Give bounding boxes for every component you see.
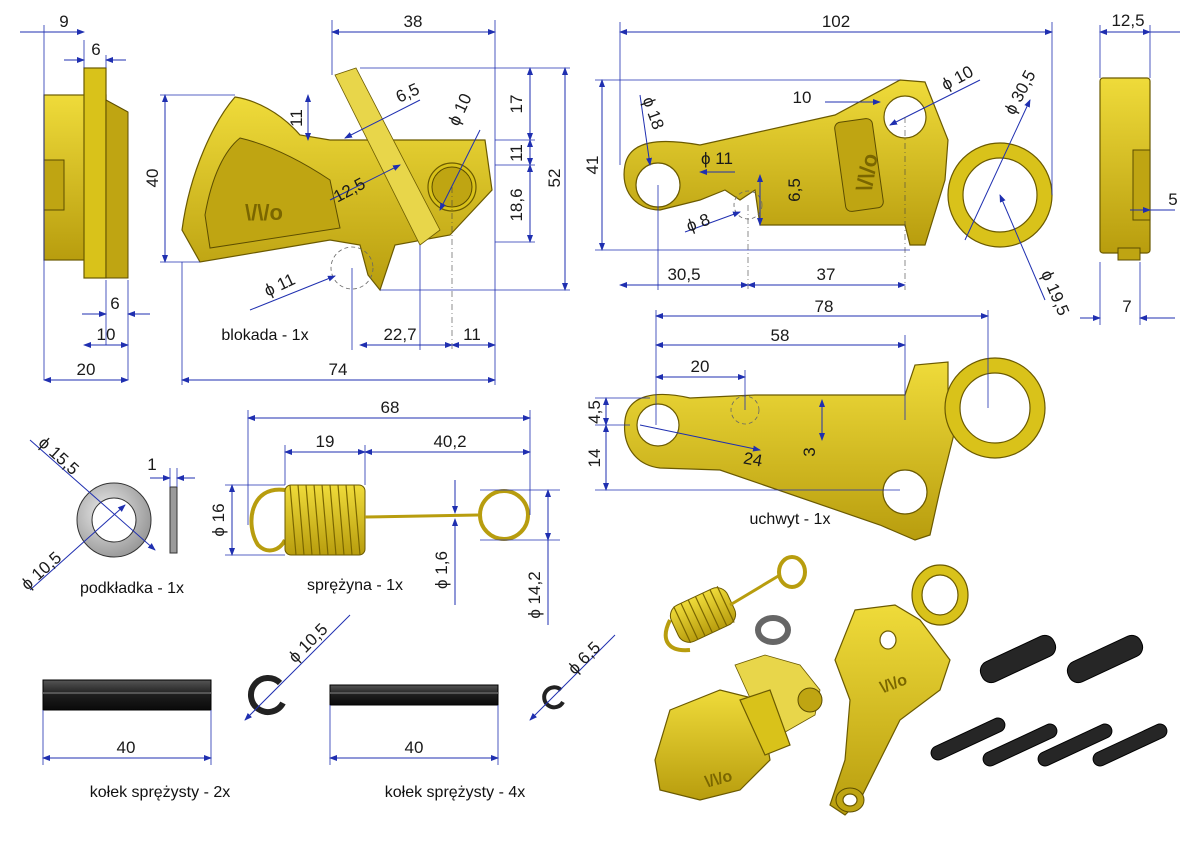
dim-102: 102: [822, 12, 850, 31]
dim-phi1-6: ϕ 1,6: [432, 551, 451, 589]
dim-22-7: 22,7: [383, 325, 416, 344]
dim-phi11: ϕ 11: [261, 270, 298, 301]
dim-40-kolek4x: 40: [405, 738, 424, 757]
dim-phi8: ϕ 8: [684, 210, 713, 236]
dim-phi16: ϕ 16: [209, 503, 228, 536]
dim-6-5-uchwyt: 6,5: [785, 178, 804, 202]
render-washer: [755, 615, 791, 645]
dim-10-uchwyt: 10: [793, 88, 812, 107]
dim-20: 20: [77, 360, 96, 379]
dim-3: 3: [800, 447, 819, 456]
dim-phi10-5-washer: ϕ 10,5: [17, 548, 65, 594]
uchwyt-bottom-view: [595, 310, 1046, 541]
exploded-assembly-render: \/\/o \/\/o: [654, 555, 1168, 816]
dim-14: 14: [585, 449, 604, 468]
dim-18-6: 18,6: [507, 188, 526, 221]
dim-5: 5: [1168, 190, 1177, 209]
dim-40-kolek2x: 40: [117, 738, 136, 757]
dim-1: 1: [147, 455, 156, 474]
caption-podkladka: podkładka - 1x: [80, 580, 184, 597]
dim-40: 40: [143, 169, 162, 188]
render-blokada: \/\/o: [654, 654, 823, 801]
dim-30-5: 30,5: [667, 265, 700, 284]
dim-phi14-2: ϕ 14,2: [525, 571, 544, 618]
dim-11-right: 11: [507, 144, 526, 162]
caption-kolek-2x: kołek sprężysty - 2x: [90, 784, 230, 801]
dim-74: 74: [329, 360, 348, 379]
svg-text:\/\/o: \/\/o: [703, 768, 734, 792]
dim-40-2: 40,2: [433, 432, 466, 451]
dim-11-bottom: 11: [463, 325, 481, 344]
brand-logo-mark: \/\/o: [245, 200, 283, 225]
caption-blokada: blokada - 1x: [221, 327, 308, 344]
dim-58: 58: [771, 326, 790, 345]
blokada-front-view: \/\/o: [160, 20, 570, 385]
dim-20-uchwyt: 20: [691, 357, 710, 376]
dim-24: 24: [742, 449, 764, 471]
dim-17: 17: [507, 95, 526, 114]
blokada-side-view: [20, 25, 150, 383]
dim-41: 41: [583, 156, 602, 175]
caption-uchwyt: uchwyt - 1x: [750, 511, 831, 528]
podkladka-views: [29, 439, 195, 591]
render-spring: [663, 555, 807, 653]
dim-12-5-uchwyt: 12,5: [1111, 11, 1144, 30]
dim-7: 7: [1122, 297, 1131, 316]
caption-sprezyna: sprężyna - 1x: [307, 577, 403, 594]
uchwyt-side-view: [1080, 25, 1180, 325]
dim-37: 37: [817, 265, 836, 284]
dim-phi10-5-kolek: ϕ 10,5: [285, 620, 332, 667]
render-uchwyt: \/\/o: [829, 564, 969, 816]
dim-phi15-5: ϕ 15,5: [35, 433, 83, 479]
dim-9: 9: [59, 12, 68, 31]
dim-6-bottom: 6: [110, 294, 119, 313]
kolek-2x-view: [42, 614, 351, 765]
dim-phi30-5: ϕ 30,5: [1001, 67, 1040, 118]
dim-phi6-5: ϕ 6,5: [564, 638, 604, 678]
render-pins: [930, 634, 1168, 767]
uchwyt-top-view: \/\/o: [595, 22, 1053, 301]
dim-4-5: 4,5: [585, 400, 604, 424]
dim-38: 38: [404, 12, 423, 31]
kolek-4x-view: [329, 634, 616, 765]
dim-68: 68: [381, 398, 400, 417]
sprezyna-view: [225, 410, 560, 625]
dim-phi11-uchwyt: ϕ 11: [701, 149, 733, 168]
dim-phi10-uchwyt: ϕ 10: [938, 62, 976, 94]
caption-kolek-4x: kołek sprężysty - 4x: [385, 784, 525, 801]
dim-6-5: 6,5: [393, 79, 422, 106]
dim-10: 10: [97, 325, 116, 344]
dim-11-left: 11: [287, 109, 306, 127]
dim-6-top: 6: [91, 40, 100, 59]
dim-78: 78: [815, 297, 834, 316]
dim-19: 19: [316, 432, 335, 451]
dim-phi10: ϕ 10: [444, 91, 475, 129]
dim-52: 52: [545, 169, 564, 188]
